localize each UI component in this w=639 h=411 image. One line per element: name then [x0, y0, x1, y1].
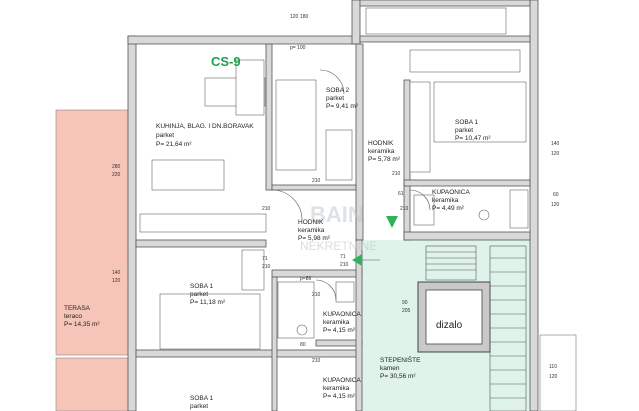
dim-120-bottom: 120 [549, 374, 558, 380]
soba2-floor: parket [326, 95, 344, 102]
dim-90: 90 [402, 300, 408, 306]
dim-110: 110 [549, 364, 557, 370]
hodnik-mid-area: P= 5,98 m² [298, 235, 331, 242]
kupaonica-lower2-name: KUPAONICA [323, 377, 361, 384]
dim-210-e: 210 [312, 292, 321, 298]
stepeniste-area: P= 30,56 m² [380, 373, 416, 380]
soba1-upper-area: P= 10,47 m² [455, 135, 491, 142]
soba1-lower-floor: parket [190, 291, 208, 298]
wall-kitchen-right [265, 43, 273, 191]
furniture-kitchen [139, 59, 267, 233]
wall-hodnik-right [403, 79, 411, 241]
soba1-upper-name: SOBA 1 [455, 119, 479, 126]
dim-140-right: 140 [551, 141, 560, 147]
terasa-floor: teraco [64, 313, 82, 320]
wall-bath-bottom [403, 231, 531, 241]
kitchen-floor: parket [156, 132, 174, 139]
stepeniste-name: STEPENIŠTE [380, 355, 421, 364]
dim-61: 61 [398, 191, 404, 197]
soba1-upper-floor: parket [455, 127, 473, 134]
stair-flights [425, 245, 527, 411]
dim-210-f: 210 [400, 206, 409, 212]
entrance-arrow-icon [352, 254, 362, 266]
elevator-label: dizalo [436, 320, 463, 331]
wall-upper-apartment [359, 0, 531, 7]
dim-71: 71 [262, 256, 268, 262]
wall-kitchen-bottom [135, 239, 267, 248]
balcony-right [539, 334, 577, 411]
outer-wall-top [127, 35, 361, 45]
dim-205: 205 [402, 308, 411, 314]
outer-wall-left [127, 35, 137, 411]
kupaonica-upper-area: P= 4,49 m² [432, 205, 465, 212]
wall-bath-mid [315, 339, 363, 347]
dim-180-top: 180 [300, 14, 309, 20]
dim-p86: p=86 [300, 276, 311, 282]
door-swings [271, 69, 431, 301]
kitchen-area: P= 21,64 m² [156, 141, 192, 148]
furniture-soba2 [275, 79, 353, 181]
wall-stair-left [355, 239, 363, 411]
kitchen-name: KUHINJA, BLAG. I DN.BORAVAK [156, 123, 254, 130]
entrance-arrow-icon-2 [386, 216, 398, 228]
dim-210-b: 210 [392, 171, 401, 177]
soba1-bottom-floor: parket [190, 403, 208, 410]
dim-80: 80 [300, 342, 306, 348]
hodnik-upper-area: P= 5,78 m² [368, 156, 401, 163]
wall-upper-right-band [359, 35, 531, 43]
wall-hall-bottom [271, 269, 363, 278]
hodnik-upper-name: HODNIK [368, 140, 394, 147]
kupaonica-upper-name: KUPAONICA [432, 189, 470, 196]
dim-210-a: 210 [312, 178, 321, 184]
fixtures-bathrooms [277, 189, 529, 339]
kupaonica-lower2-area: P= 4,15 m² [323, 393, 356, 400]
terrace-area [55, 109, 129, 356]
kupaonica-lower-floor: keramika [323, 319, 350, 326]
soba2-area: P= 9,41 m² [326, 103, 359, 110]
dim-280: 280 [112, 164, 121, 170]
soba1-bottom-name: SOBA 1 [190, 395, 214, 402]
dim-120-left: 120 [112, 278, 121, 284]
wall-soba1-bottom [403, 179, 531, 187]
dim-120-top: 120 [290, 14, 299, 20]
dim-120-right: 120 [551, 151, 560, 157]
furniture-soba1-upper [409, 81, 527, 173]
stepeniste-floor: kamen [380, 365, 400, 372]
watermark-line2: NEKRETNINE [300, 239, 377, 253]
dim-p100: p= 100 [290, 45, 306, 51]
dim-210-g: 210 [262, 264, 271, 270]
dim-210-c: 210 [262, 206, 271, 212]
dim-220: 220 [112, 172, 121, 178]
outer-wall-top-notch [351, 0, 361, 45]
terasa-area: P= 14,35 m² [64, 321, 100, 328]
outer-wall-right [529, 0, 539, 411]
furniture-upper-apartment [365, 7, 521, 73]
dim-71b: 71 [340, 254, 346, 260]
kupaonica-lower2-floor: keramika [323, 385, 350, 392]
kupaonica-lower-area: P= 4,15 m² [323, 327, 356, 334]
hodnik-mid-floor: keramika [298, 227, 325, 234]
wall-mid-horizontal [271, 184, 357, 191]
soba2-name: SOBA 2 [326, 87, 350, 94]
dim-210-d: 210 [340, 262, 349, 268]
hodnik-mid-name: HODNIK [298, 219, 324, 226]
soba1-lower-area: P= 11,18 m² [190, 299, 226, 306]
kupaonica-upper-floor: keramika [432, 197, 459, 204]
terrace-area-lower [55, 357, 129, 411]
soba1-lower-name: SOBA 1 [190, 283, 214, 290]
wall-lower-room-bottom [135, 349, 361, 358]
furniture-soba1-lower [159, 249, 265, 350]
elevator-cabin [425, 289, 483, 345]
dim-210-h: 210 [312, 358, 321, 364]
watermark-line1: BAIN [310, 202, 364, 227]
terasa-name: TERASA [64, 305, 91, 312]
dim-60: 60 [553, 192, 559, 198]
unit-code-label: CS-9 [211, 54, 241, 69]
wall-bath-left [271, 276, 278, 411]
dim-120-right2: 120 [551, 202, 560, 208]
dim-140-left: 140 [112, 270, 121, 276]
kupaonica-lower-name: KUPAONICA [323, 311, 361, 318]
hodnik-upper-floor: keramika [368, 148, 395, 155]
